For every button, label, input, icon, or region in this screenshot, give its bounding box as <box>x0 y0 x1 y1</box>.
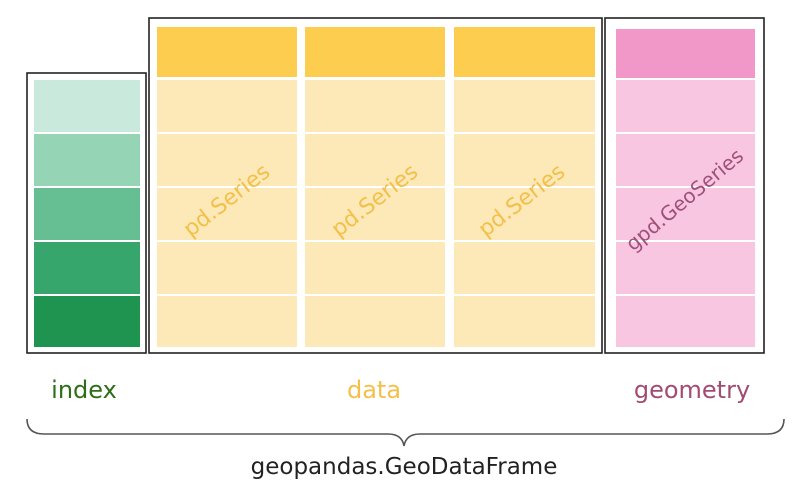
geometry-cell <box>616 242 755 294</box>
data-caption: data <box>347 376 401 404</box>
index-row-1 <box>34 80 140 132</box>
index-outline <box>26 72 147 354</box>
data-cells <box>157 80 595 347</box>
data-cell <box>454 188 595 240</box>
geometry-column <box>604 17 765 354</box>
frame-caption: geopandas.GeoDataFrame <box>251 454 558 480</box>
data-cell <box>305 188 445 240</box>
geometry-cells <box>616 80 755 347</box>
data-cell <box>454 80 595 132</box>
data-cell <box>157 188 297 240</box>
geometry-cell <box>616 296 755 347</box>
data-header-2 <box>305 27 445 77</box>
data-cell <box>454 134 595 186</box>
data-cell <box>454 242 595 294</box>
geometry-cell <box>616 188 755 240</box>
index-caption: index <box>51 376 117 404</box>
data-outline <box>148 17 603 354</box>
data-cell <box>157 134 297 186</box>
data-cell <box>454 296 595 347</box>
data-cell <box>305 134 445 186</box>
data-cell <box>305 296 445 347</box>
data-cell <box>157 296 297 347</box>
geometry-outline <box>604 17 765 354</box>
curly-brace <box>26 418 785 447</box>
index-row-5 <box>34 296 140 347</box>
geometry-cell <box>616 80 755 132</box>
data-header-3 <box>454 27 595 77</box>
data-block <box>148 17 603 354</box>
index-row-3 <box>34 188 140 240</box>
data-cell <box>157 242 297 294</box>
data-cell <box>305 80 445 132</box>
data-header-1 <box>157 27 297 77</box>
index-row-2 <box>34 134 140 186</box>
index-column <box>26 72 147 354</box>
data-cell <box>157 80 297 132</box>
data-cell <box>305 242 445 294</box>
index-row-4 <box>34 242 140 294</box>
geometry-caption: geometry <box>634 376 750 404</box>
geometry-header <box>616 29 755 78</box>
geometry-cell <box>616 134 755 186</box>
